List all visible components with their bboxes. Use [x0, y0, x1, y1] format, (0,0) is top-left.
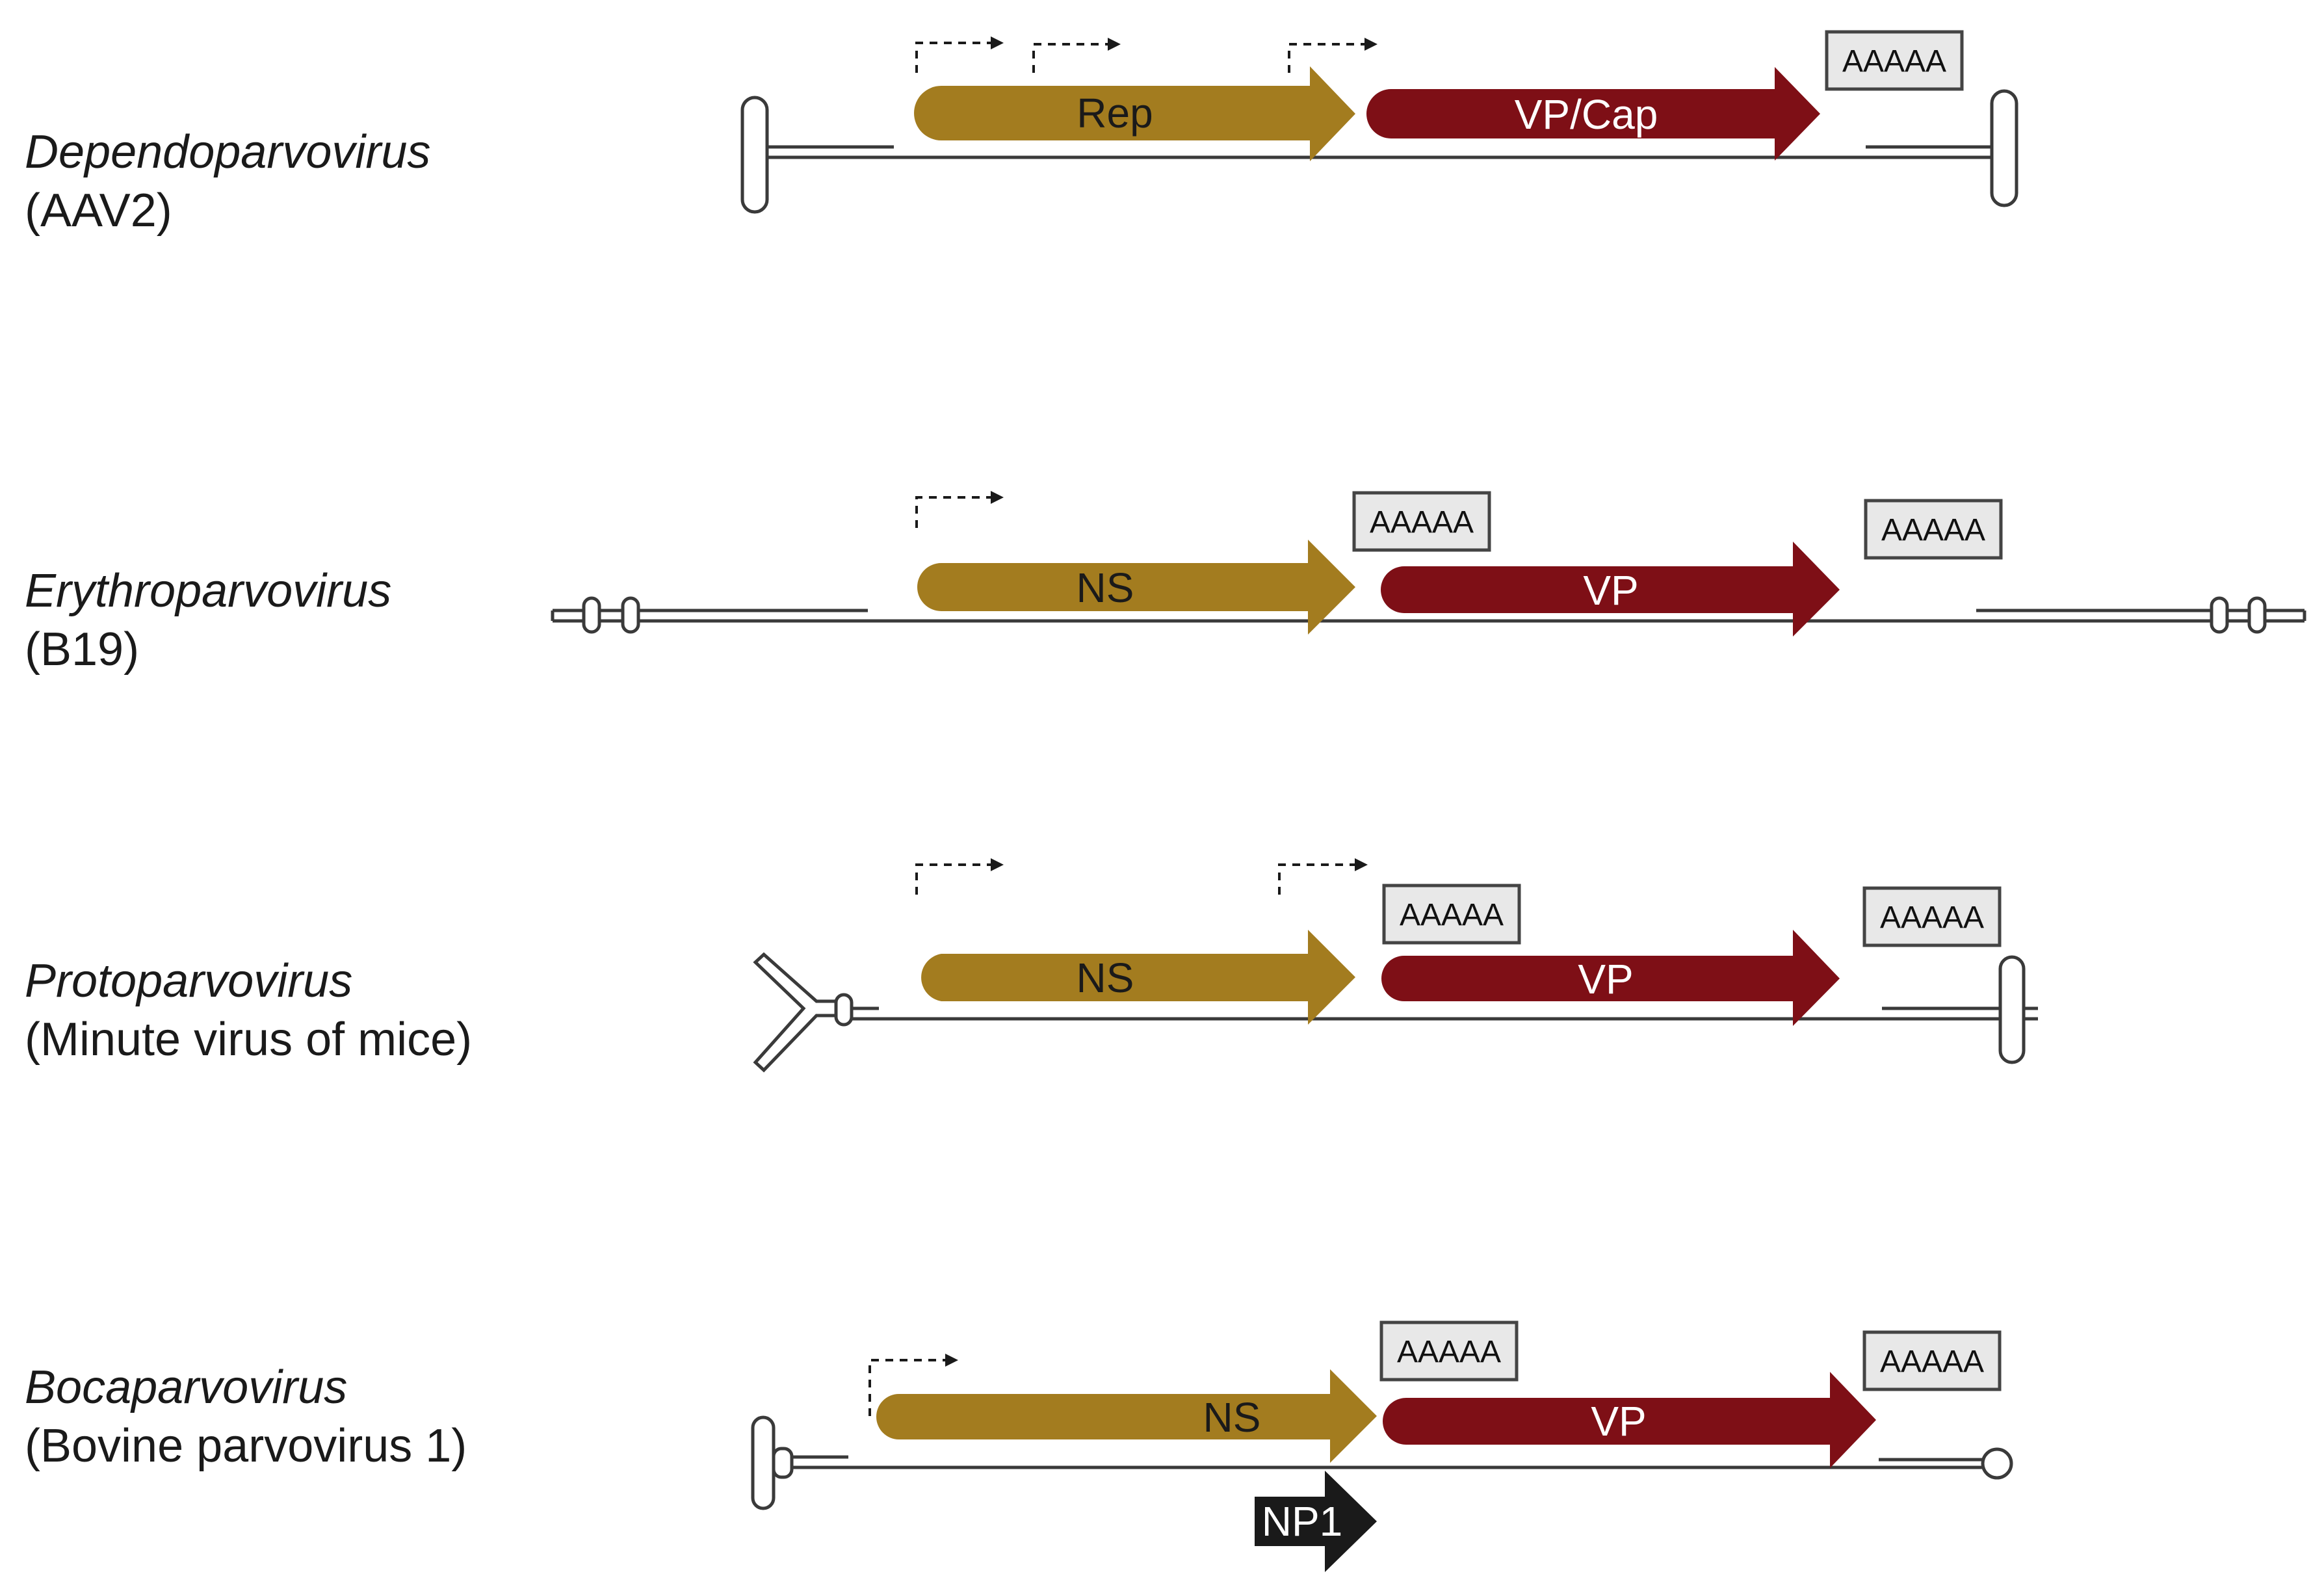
svg-text:AAAAA: AAAAA	[1881, 513, 1985, 547]
rep-gene-label: Rep	[1077, 90, 1153, 137]
np1-gene-arrow	[1255, 1471, 1377, 1572]
genus-label: Protoparvovirus	[25, 955, 352, 1007]
rep-gene-arrow	[914, 66, 1355, 161]
promoter-arrow	[1278, 858, 1368, 895]
promoter-arrow	[915, 858, 1004, 895]
promoter-arrow	[868, 1354, 958, 1416]
itr-hairpin-left	[740, 96, 769, 214]
polya-signal: AAAAA	[1379, 1320, 1519, 1382]
ns-gene-arrow	[917, 540, 1355, 635]
strain-label: (AAV2)	[25, 185, 172, 237]
polya-signal: AAAAA	[1382, 884, 1521, 945]
genome-row-protoparvovirus: Protoparvovirus (Minute virus of mice) N…	[25, 858, 2038, 1073]
itr-hairpin-right	[1990, 89, 2018, 207]
genus-label: Dependoparvovirus	[25, 126, 430, 178]
svg-text:AAAAA: AAAAA	[1880, 900, 1984, 935]
vp-cap-gene-arrow	[1366, 67, 1820, 161]
svg-text:AAAAA: AAAAA	[1880, 1345, 1984, 1379]
vp-gene-label: VP	[1578, 956, 1633, 1003]
svg-text:AAAAA: AAAAA	[1370, 505, 1474, 540]
vp-gene-label: VP	[1583, 567, 1638, 614]
vp-gene-arrow	[1381, 930, 1840, 1026]
genome-row-erythroparvovirus: Erythroparvovirus (B19) NS VP AAAAA	[25, 491, 2306, 676]
ns-gene-arrow	[921, 930, 1355, 1025]
np1-gene-label: NP1	[1262, 1498, 1343, 1545]
terminal-repeat-left	[582, 596, 640, 634]
strain-label: (Bovine parvovirus 1)	[25, 1420, 467, 1472]
vp-cap-gene-label: VP/Cap	[1515, 91, 1658, 138]
genome-row-dependoparvovirus: Dependoparvovirus (AAV2) Rep VP/Cap AAAA…	[25, 30, 2018, 237]
polya-signal: AAAAA	[1825, 30, 1964, 91]
promoter-arrow	[1032, 38, 1121, 73]
svg-text:AAAAA: AAAAA	[1397, 1335, 1501, 1369]
terminal-repeat-right	[2210, 596, 2267, 634]
strain-label: (Minute virus of mice)	[25, 1014, 472, 1066]
vp-gene-arrow	[1383, 1372, 1876, 1468]
promoter-arrow	[1288, 38, 1377, 73]
polya-signal: AAAAA	[1862, 886, 2002, 947]
polya-signal: AAAAA	[1352, 491, 1491, 552]
polya-signal: AAAAA	[1864, 499, 2003, 560]
ns-gene-label: NS	[1077, 564, 1134, 611]
genome-row-bocaparvovirus: Bocaparvovirus (Bovine parvovirus 1) NS …	[25, 1320, 2013, 1572]
ns-gene-label: NS	[1203, 1394, 1261, 1441]
polya-signal: AAAAA	[1862, 1330, 2002, 1391]
genus-label: Erythroparvovirus	[25, 565, 391, 617]
terminal-loop-right	[1981, 1447, 2013, 1480]
vp-gene-arrow	[1381, 542, 1840, 637]
ns-gene-arrow	[876, 1369, 1377, 1463]
svg-text:AAAAA: AAAAA	[1400, 898, 1504, 932]
y-shaped-hairpin-left	[753, 952, 854, 1073]
vp-gene-label: VP	[1591, 1398, 1646, 1445]
ns-gene-label: NS	[1077, 954, 1134, 1001]
promoter-arrow	[915, 36, 1004, 73]
strain-label: (B19)	[25, 624, 139, 676]
hairpin-right	[1998, 955, 2026, 1064]
hairpin-left	[751, 1415, 794, 1510]
genus-label: Bocaparvovirus	[25, 1361, 347, 1413]
svg-text:AAAAA: AAAAA	[1842, 44, 1946, 79]
promoter-arrow	[915, 491, 1004, 528]
